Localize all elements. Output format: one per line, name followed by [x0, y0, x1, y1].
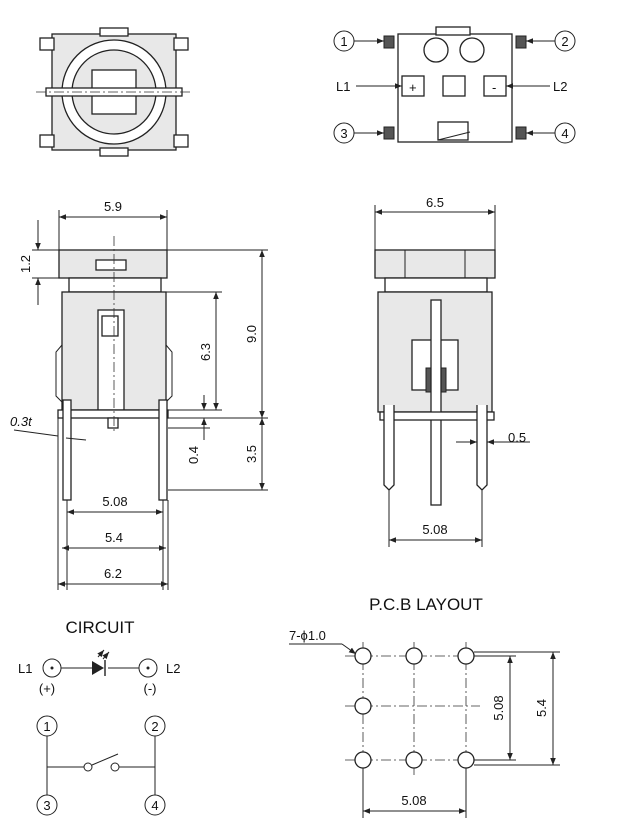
- led-l2-label: L2: [553, 79, 567, 94]
- circuit-title: CIRCUIT: [66, 618, 135, 637]
- polarity-plus: +: [409, 80, 417, 95]
- side-view: 6.5 0.5 5.08: [374, 195, 530, 547]
- pcb-hole: [457, 751, 475, 769]
- circuit-l2-label: L2: [166, 661, 180, 676]
- pin-1-label: 1: [340, 34, 347, 49]
- top-view-switch: [36, 27, 192, 157]
- pcb-hole: [405, 751, 423, 769]
- pcb-dim-5.08-vertical: 5.08: [491, 695, 506, 720]
- pin-3-label: 3: [340, 126, 347, 141]
- dim-height-1.2: 1.2: [18, 255, 33, 273]
- circuit-pin-4: 4: [151, 798, 158, 813]
- pin-view: + - 1 2 3 4 L1 L2: [333, 26, 576, 144]
- pcb-dim-5.08-horizontal: 5.08: [401, 793, 426, 808]
- circuit-minus-label: (-): [144, 681, 157, 696]
- dim-pitch-5.08: 5.08: [102, 494, 127, 509]
- circuit-pin-3: 3: [43, 798, 50, 813]
- dim-5.4: 5.4: [105, 530, 123, 545]
- pcb-layout: P.C.B LAYOUT 7-ϕ1.0 5.08 5.4 5.08: [289, 595, 560, 818]
- pcb-hole-note: 7-ϕ1.0: [289, 628, 326, 643]
- circuit-pin-1: 1: [43, 719, 50, 734]
- polarity-minus: -: [492, 80, 496, 95]
- front-view: 5.9 1.2 9.0 6.3 0.3t 0.4 3.5 5.08 5.4 6.…: [10, 199, 268, 590]
- circuit-diagram: CIRCUIT L1 L2 (+) (-) 1 2 3 4: [18, 618, 180, 816]
- dim-0.4: 0.4: [186, 446, 201, 464]
- circuit-l1-label: L1: [18, 661, 32, 676]
- dim-3.5: 3.5: [244, 445, 259, 463]
- dim-0.5: 0.5: [508, 430, 526, 445]
- pin-2-label: 2: [561, 34, 568, 49]
- dim-6.5: 6.5: [426, 195, 444, 210]
- pcb-hole: [354, 751, 372, 769]
- led-l1-label: L1: [336, 79, 350, 94]
- dim-6.2: 6.2: [104, 566, 122, 581]
- circuit-plus-label: (+): [39, 681, 55, 696]
- pcb-title: P.C.B LAYOUT: [369, 595, 483, 614]
- dim-width-5.9: 5.9: [104, 199, 122, 214]
- pcb-hole: [405, 647, 423, 665]
- dim-5.08-side: 5.08: [422, 522, 447, 537]
- pcb-hole: [457, 647, 475, 665]
- dim-height-6.3: 6.3: [198, 343, 213, 361]
- pcb-hole: [354, 697, 372, 715]
- circuit-pin-2: 2: [151, 719, 158, 734]
- pcb-hole: [354, 647, 372, 665]
- dim-height-9.0: 9.0: [244, 325, 259, 343]
- dim-thickness-0.3t: 0.3t: [10, 414, 33, 429]
- pcb-dim-5.4: 5.4: [534, 699, 549, 717]
- pin-4-label: 4: [561, 126, 568, 141]
